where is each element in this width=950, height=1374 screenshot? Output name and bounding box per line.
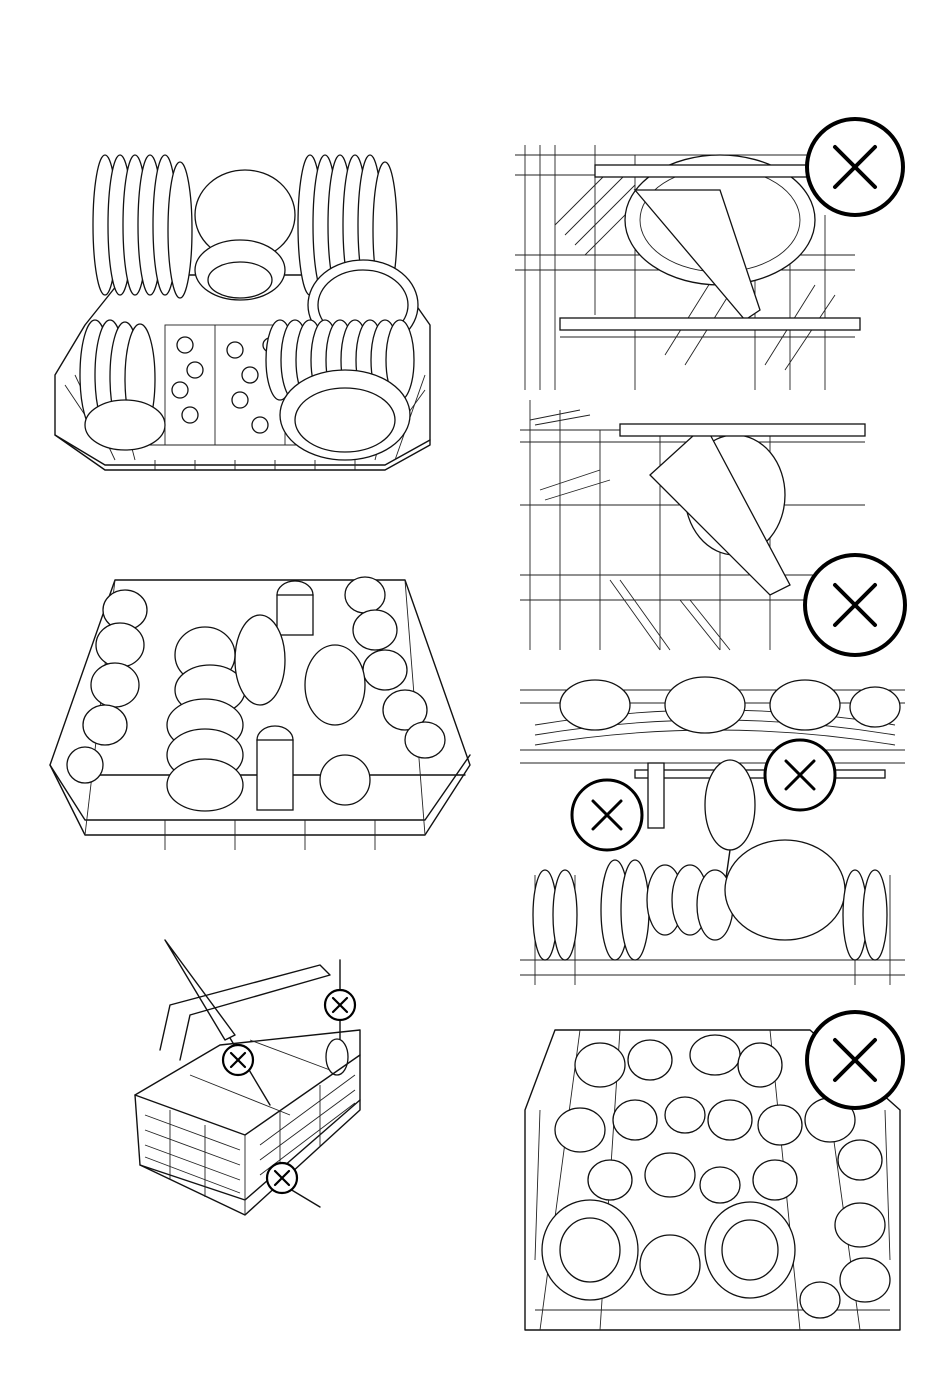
x-circle-icon <box>572 780 642 850</box>
x-circle-icon <box>807 1012 903 1108</box>
x-circle-icon <box>807 119 903 215</box>
cutlery-basket-illustration <box>130 935 380 1235</box>
blocked-spray-arm-illustration-1 <box>515 115 910 390</box>
blocked-spray-arm-illustration-2 <box>520 400 910 665</box>
lower-basket-plates-illustration <box>45 145 440 475</box>
x-circle-icon <box>805 555 905 655</box>
overloaded-basket-illustration <box>520 1010 915 1335</box>
hanging-items-illustration <box>515 675 915 990</box>
x-circle-icon <box>267 1163 297 1193</box>
upper-basket-cups-illustration <box>45 565 475 855</box>
x-circle-icon <box>325 990 355 1020</box>
x-circle-icon <box>765 740 835 810</box>
x-circle-icon <box>223 1045 253 1075</box>
